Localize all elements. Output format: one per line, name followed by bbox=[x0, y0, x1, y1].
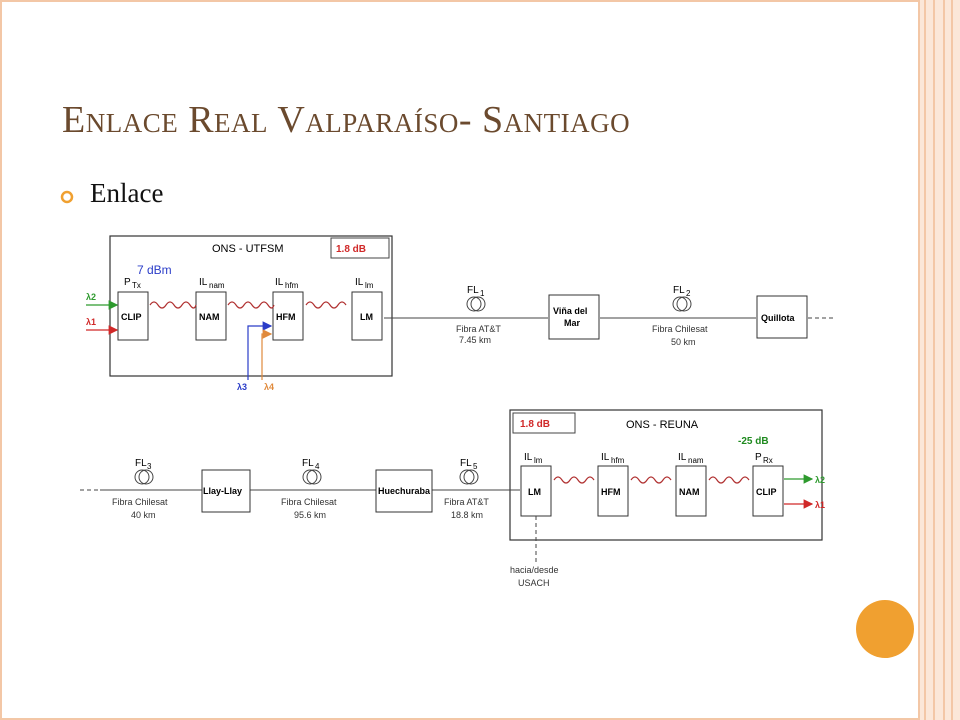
svg-text:IL: IL bbox=[524, 452, 533, 463]
svg-text:Fibra Chilesat: Fibra Chilesat bbox=[652, 324, 708, 334]
bullet-icon bbox=[60, 190, 74, 204]
svg-text:hfm: hfm bbox=[285, 281, 299, 290]
svg-text:95.6 km: 95.6 km bbox=[294, 510, 326, 520]
svg-text:50 km: 50 km bbox=[671, 337, 696, 347]
svg-text:Rx: Rx bbox=[763, 456, 773, 465]
usach-tap-label-1: hacia/desde bbox=[510, 565, 559, 575]
svg-text:LM: LM bbox=[360, 312, 373, 322]
svg-text:NAM: NAM bbox=[199, 312, 220, 322]
signal-wave-2 bbox=[227, 301, 275, 309]
tx-power: 7 dBm bbox=[137, 263, 172, 277]
lambda4-line bbox=[261, 329, 273, 380]
svg-text:P: P bbox=[755, 452, 762, 463]
svg-text:FL: FL bbox=[467, 285, 479, 296]
svg-text:CLIP: CLIP bbox=[756, 487, 777, 497]
decorative-orange-circle bbox=[856, 600, 914, 658]
top-nam-block: IL nam NAM bbox=[195, 277, 227, 341]
svg-text:Fibra AT&T: Fibra AT&T bbox=[456, 324, 501, 334]
svg-text:nam: nam bbox=[209, 281, 225, 290]
top-clip-block: P Tx CLIP bbox=[117, 277, 149, 341]
svg-text:18.8 km: 18.8 km bbox=[451, 510, 483, 520]
svg-text:5: 5 bbox=[473, 462, 478, 471]
svg-text:hfm: hfm bbox=[611, 456, 625, 465]
svg-text:Viña del: Viña del bbox=[553, 306, 587, 316]
svg-text:Fibra AT&T: Fibra AT&T bbox=[444, 497, 489, 507]
svg-text:Tx: Tx bbox=[132, 281, 141, 290]
title-first-letter: E bbox=[62, 99, 86, 141]
svg-text:Llay-Llay: Llay-Llay bbox=[203, 486, 242, 496]
fiber-fl3: FL 3 Fibra Chilesat 40 km bbox=[112, 458, 168, 520]
output-lambda4: λ4 bbox=[264, 382, 274, 392]
input-lambda1: λ1 bbox=[86, 317, 96, 327]
bottom-nam-block: IL nam NAM bbox=[675, 452, 707, 517]
rx-power: -25 dB bbox=[738, 436, 769, 447]
svg-text:Fibra Chilesat: Fibra Chilesat bbox=[281, 497, 337, 507]
svg-text:40 km: 40 km bbox=[131, 510, 156, 520]
svg-text:FL: FL bbox=[460, 458, 472, 469]
ons-utfsm-label: ONS - UTFSM bbox=[212, 243, 284, 255]
svg-text:Mar: Mar bbox=[564, 318, 581, 328]
svg-text:IL: IL bbox=[601, 452, 610, 463]
svg-text:FL: FL bbox=[673, 285, 685, 296]
svg-text:Huechuraba: Huechuraba bbox=[378, 486, 431, 496]
signal-wave-4 bbox=[553, 476, 595, 484]
signal-wave-3 bbox=[305, 301, 347, 309]
svg-text:Fibra Chilesat: Fibra Chilesat bbox=[112, 497, 168, 507]
svg-text:IL: IL bbox=[355, 277, 364, 288]
svg-text:NAM: NAM bbox=[679, 487, 700, 497]
node-llay-llay: Llay-Llay bbox=[201, 469, 251, 513]
node-huechuraba: Huechuraba bbox=[375, 469, 433, 513]
output-lambda2: λ2 bbox=[815, 475, 825, 485]
svg-text:CLIP: CLIP bbox=[121, 312, 142, 322]
input-lambda2: λ2 bbox=[86, 292, 96, 302]
top-lm-block: IL lm LM bbox=[351, 277, 383, 341]
svg-text:lm: lm bbox=[534, 456, 543, 465]
signal-wave-5 bbox=[630, 476, 672, 484]
svg-text:nam: nam bbox=[688, 456, 704, 465]
node-vina-del-mar: Viña del Mar bbox=[548, 294, 600, 340]
fiber-fl4: FL 4 Fibra Chilesat 95.6 km bbox=[281, 458, 337, 520]
svg-text:P: P bbox=[124, 277, 131, 288]
svg-text:IL: IL bbox=[678, 452, 687, 463]
slide-title: Enlace Real Valparaíso- Santiago bbox=[62, 98, 882, 142]
output-lambda3: λ3 bbox=[237, 382, 247, 392]
title-rest: nlace Real Valparaíso- Santiago bbox=[85, 99, 631, 141]
svg-text:2: 2 bbox=[686, 289, 691, 298]
fiber-fl1: FL 1 Fibra AT&T 7.45 km bbox=[456, 285, 501, 345]
svg-text:7.45 km: 7.45 km bbox=[459, 335, 491, 345]
bottom-clip-block: P Rx CLIP bbox=[752, 452, 784, 517]
svg-text:Quillota: Quillota bbox=[761, 313, 795, 323]
ons-utfsm-box: ONS - UTFSM 1.8 dB 7 dBm bbox=[109, 235, 393, 377]
output-lambda1: λ1 bbox=[815, 500, 825, 510]
usach-tap-label-2: USACH bbox=[518, 578, 550, 588]
bottom-hfm-block: IL hfm HFM bbox=[597, 452, 629, 517]
signal-wave-1 bbox=[149, 301, 197, 309]
svg-text:HFM: HFM bbox=[276, 312, 296, 322]
svg-text:IL: IL bbox=[275, 277, 284, 288]
svg-text:FL: FL bbox=[302, 458, 314, 469]
svg-text:4: 4 bbox=[315, 462, 320, 471]
top-hfm-block: IL hfm HFM bbox=[272, 277, 304, 341]
node-quillota: Quillota bbox=[756, 295, 808, 339]
svg-text:IL: IL bbox=[199, 277, 208, 288]
svg-text:LM: LM bbox=[528, 487, 541, 497]
signal-wave-6 bbox=[708, 476, 750, 484]
svg-text:FL: FL bbox=[135, 458, 147, 469]
svg-text:lm: lm bbox=[365, 281, 374, 290]
lambda3-line bbox=[247, 321, 273, 380]
ons-reuna-label: ONS - REUNA bbox=[626, 419, 699, 431]
svg-text:HFM: HFM bbox=[601, 487, 621, 497]
bullet-enlace: Enlace bbox=[90, 178, 164, 208]
svg-text:3: 3 bbox=[147, 462, 152, 471]
fiber-fl5: FL 5 Fibra AT&T 18.8 km bbox=[444, 458, 489, 520]
ons-reuna-loss: 1.8 dB bbox=[520, 419, 550, 430]
svg-text:1: 1 bbox=[480, 289, 485, 298]
ons-utfsm-loss: 1.8 dB bbox=[336, 244, 366, 255]
fiber-fl2: FL 2 Fibra Chilesat 50 km bbox=[652, 285, 708, 347]
